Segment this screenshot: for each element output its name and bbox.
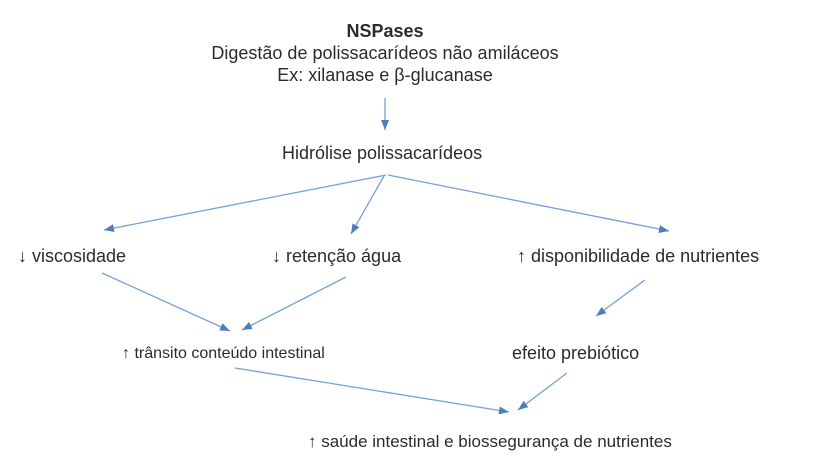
node-nspases-header: NSPases Digestão de polissacarídeos não … <box>185 20 585 86</box>
arrow-hidrolise-to-disponibilidade <box>387 174 670 233</box>
arrow-transito-to-saude <box>234 367 510 415</box>
diagram-subtitle: Digestão de polissacarídeos não amiláceo… <box>211 43 559 63</box>
arrow-retencao-to-transito <box>241 276 347 331</box>
arrow-prebiotico-to-saude <box>517 372 568 411</box>
node-viscosidade: ↓ viscosidade <box>18 246 127 266</box>
node-retencao-agua: ↓ retenção água <box>272 246 402 266</box>
node-efeito-prebiotico: efeito prebiótico <box>512 343 640 363</box>
arrow-disponibilidade-to-prebiotico <box>595 279 646 317</box>
arrow-hidrolise-to-retencao-agua <box>350 175 385 235</box>
diagram-title: NSPases <box>346 21 424 41</box>
arrow-hidrolise-to-viscosidade <box>103 174 387 233</box>
node-hidrolise: Hidrólise polissacarídeos <box>282 143 483 163</box>
arrow-viscosidade-to-transito <box>101 272 231 332</box>
diagram-example: Ex: xilanase e β-glucanase <box>277 65 493 85</box>
node-transito-intestinal: ↑ trânsito conteúdo intestinal <box>122 345 325 362</box>
node-disponibilidade-nutrientes: ↑ disponibilidade de nutrientes <box>517 246 760 266</box>
node-saude-intestinal: ↑ saúde intestinal e biossegurança de nu… <box>308 432 672 451</box>
